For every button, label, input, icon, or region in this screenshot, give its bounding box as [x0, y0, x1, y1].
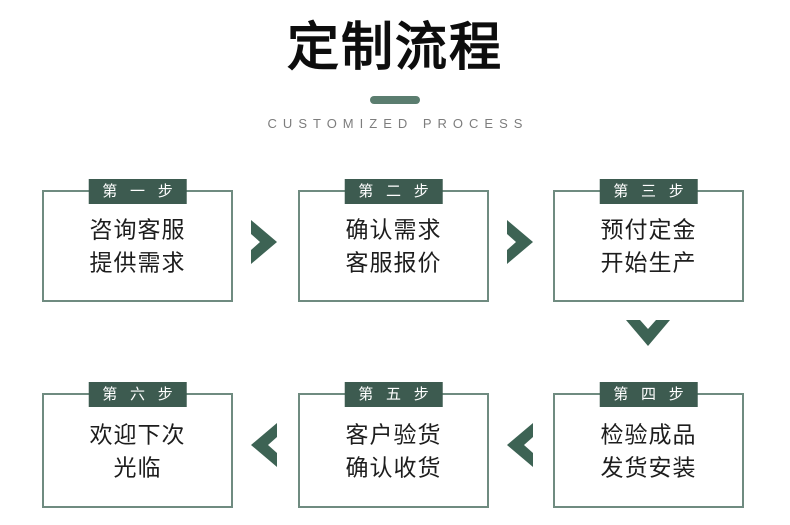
step-badge-4: 第 四 步 [599, 382, 698, 407]
chevron-left-icon [247, 421, 281, 469]
step-line-3b: 开始生产 [600, 250, 697, 277]
step-line-5a: 客户验货 [345, 421, 442, 448]
step-badge-6: 第 六 步 [88, 382, 187, 407]
step-card-6[interactable]: 第 六 步 欢迎下次 光临 [42, 382, 233, 508]
step-text-2: 确认需求 客服报价 [300, 214, 487, 280]
step-text-4: 检验成品 发货安装 [555, 419, 742, 485]
chevron-down-icon [624, 316, 672, 350]
page-subtitle: CUSTOMIZED PROCESS [267, 116, 529, 131]
chevron-right-icon [503, 218, 537, 266]
chevron-right-icon [247, 218, 281, 266]
step-line-6b: 光临 [113, 454, 162, 481]
step-card-3[interactable]: 第 三 步 预付定金 开始生产 [553, 179, 744, 302]
step-line-3a: 预付定金 [600, 217, 697, 244]
title-divider [370, 96, 420, 104]
step-badge-1: 第 一 步 [88, 179, 187, 204]
chevron-left-icon [503, 421, 537, 469]
step-text-5: 客户验货 确认收货 [300, 419, 487, 485]
step-line-2a: 确认需求 [345, 217, 442, 244]
step-badge-2: 第 二 步 [344, 179, 443, 204]
step-line-5b: 确认收货 [345, 454, 442, 481]
page-header: 定制流程 CUSTOMIZED PROCESS [0, 0, 790, 132]
step-line-6a: 欢迎下次 [89, 421, 186, 448]
step-line-4a: 检验成品 [600, 421, 697, 448]
step-card-4[interactable]: 第 四 步 检验成品 发货安装 [553, 382, 744, 508]
step-card-1[interactable]: 第 一 步 咨询客服 提供需求 [42, 179, 233, 302]
step-line-1b: 提供需求 [89, 250, 186, 277]
step-text-3: 预付定金 开始生产 [555, 214, 742, 280]
flow-row-top: 第 一 步 咨询客服 提供需求 第 二 步 确认需求 客服报价 第 三 步 预付… [0, 179, 790, 310]
step-badge-3: 第 三 步 [599, 179, 698, 204]
flow-row-bottom: 第 六 步 欢迎下次 光临 第 五 步 客户验货 确认收货 第 四 步 检验成品… [0, 382, 790, 513]
step-card-5[interactable]: 第 五 步 客户验货 确认收货 [298, 382, 489, 508]
page-title: 定制流程 [286, 18, 503, 78]
step-badge-5: 第 五 步 [344, 382, 443, 407]
step-text-6: 欢迎下次 光临 [44, 419, 231, 485]
step-line-2b: 客服报价 [345, 250, 442, 277]
step-card-2[interactable]: 第 二 步 确认需求 客服报价 [298, 179, 489, 302]
step-line-4b: 发货安装 [600, 454, 697, 481]
step-line-1a: 咨询客服 [89, 217, 186, 244]
step-text-1: 咨询客服 提供需求 [44, 214, 231, 280]
